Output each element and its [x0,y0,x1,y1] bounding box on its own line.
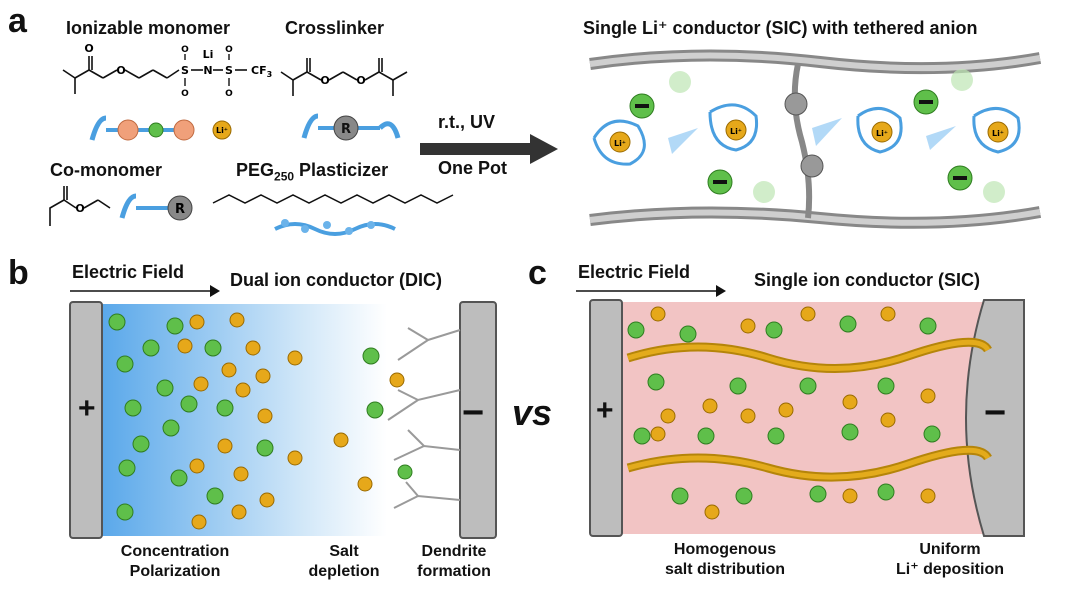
crosslinker-structure: O O [280,58,408,96]
reaction-arrow [420,134,558,164]
sic-cations [650,306,936,520]
peg-structure [212,194,454,236]
comonomer-label: Co-monomer [50,160,162,180]
chem-s1: S [181,64,189,77]
svg-text:Li⁺: Li⁺ [730,127,742,136]
svg-text:O: O [75,202,84,215]
li-cage-2: Li⁺ [708,103,759,152]
comonomer-structure: O R [49,186,193,226]
panel-b-letter: b [8,254,29,292]
ionizable-monomer-label: Ionizable monomer [66,18,231,38]
dic-positive-terminal: + [78,392,96,425]
peg-plasticizer-label: PEG250 Plasticizer [236,160,388,184]
li-cage-3: Li⁺ [856,107,903,154]
chem-s2: S [225,64,233,77]
peg-tail: Plasticizer [294,160,389,180]
svg-text:Li⁺: Li⁺ [614,139,626,148]
ionizable-monomer-structure: O O S N Li S CF3 O O O O [62,42,272,99]
svg-text:O: O [225,45,233,55]
dic-anions [108,313,384,521]
sic-tethered-anions [627,315,941,505]
chem-n: N [203,64,212,77]
sic-network-illustration: Li⁺ Li⁺ Li⁺ Li⁺ [589,49,1042,229]
arrow-condition-bottom: One Pot [438,158,508,178]
sic-field-arrow [576,285,726,297]
vs-label: vs [512,392,553,433]
chem-o4: O [356,74,365,87]
svg-text:O: O [181,45,189,55]
dic-cell [69,301,497,539]
li-cage-1: Li⁺ [592,119,646,166]
chem-cf3: CF3 [251,64,272,79]
dic-negative-terminal: − [462,392,485,434]
r-label-comonomer: R [175,202,185,217]
dic-electric-field-label: Electric Field [72,262,185,282]
chem-o2: O [116,64,125,77]
svg-text:Li⁺: Li⁺ [876,129,888,138]
chem-o1: O [84,42,93,55]
arrow-condition-top: r.t., UV [438,112,496,132]
crosslinker-label: Crosslinker [285,18,385,38]
sic-title: Single Li⁺ conductor (SIC) with tethered… [583,18,978,38]
svg-text:O: O [181,89,189,99]
dic-ions [108,312,413,530]
li-cage-4: Li⁺ [972,107,1021,154]
svg-text:O: O [225,89,233,99]
chem-o3: O [320,74,329,87]
dic-title: Dual ion conductor (DIC) [230,270,442,290]
chem-li: Li [203,48,214,61]
dic-cations [177,312,413,530]
r-label-crosslinker: R [341,122,351,137]
peg-main: PEG [236,160,275,180]
sic-cell-title: Single ion conductor (SIC) [754,270,980,290]
ionizable-monomer-cartoon: Li⁺ [89,115,232,141]
peg-sub: 250 [274,169,295,184]
svg-text:Li⁺: Li⁺ [992,129,1004,138]
crosslinker-cartoon: R [301,113,401,141]
sic-negative-terminal: − [984,392,1007,434]
sic-electric-field-label: Electric Field [578,262,691,282]
li-bead-label: Li⁺ [216,126,228,135]
dic-field-arrow [70,285,220,297]
panel-a-letter: a [8,2,27,40]
sic-ions [627,306,941,520]
panel-c-letter: c [528,254,547,292]
sic-positive-terminal: + [596,394,614,427]
